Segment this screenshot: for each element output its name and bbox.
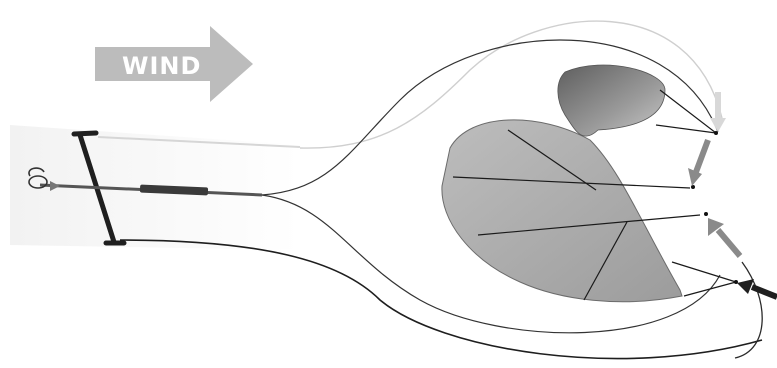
- steering-arrow-dark-icon: [737, 279, 777, 297]
- kite-inner-wing: [558, 65, 665, 136]
- bar-end-top: [74, 133, 96, 134]
- kite-canopy: [442, 120, 682, 302]
- steering-arrow-mid-icon: [688, 140, 708, 186]
- bridle-point-1: [714, 131, 718, 135]
- wind-label: WIND: [122, 52, 201, 80]
- wind-direction-arrow-icon: WIND: [95, 26, 253, 102]
- steering-arrows: [688, 92, 777, 297]
- bridle-point-3: [704, 212, 708, 216]
- bottom-back-line: [120, 240, 762, 359]
- steering-arrow-up-icon: [708, 218, 740, 256]
- bridle-point-2: [691, 185, 695, 189]
- steering-arrow-light-icon: [710, 92, 726, 132]
